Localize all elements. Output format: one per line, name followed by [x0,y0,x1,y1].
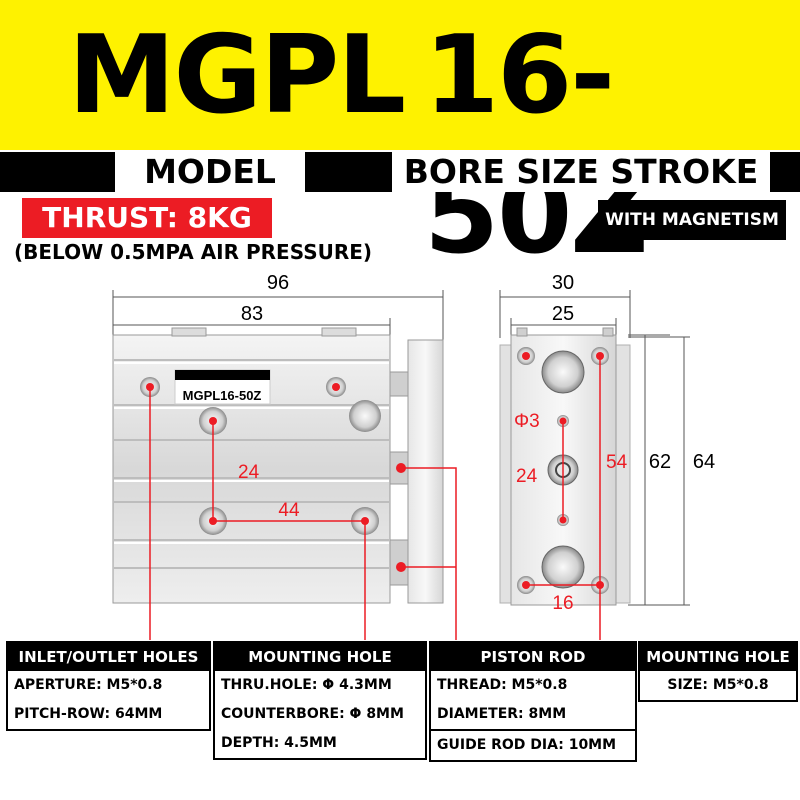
spec-inlet-outlet-title: INLET/OUTLET HOLES [8,643,209,671]
nameplate-label: MGPL16-50Z [183,388,262,403]
front-view: 30 25 Φ3 24 54 [499,272,715,640]
spec-mounting-hole-front-title: MOUNTING HOLE [640,643,796,671]
spec-row: APERTURE: M5*0.8 [14,677,163,693]
spec-piston-rod: PISTON ROD THREAD: M5*0.8 DIAMETER: 8MM … [429,641,637,762]
side-view: MGPL16-50Z 24 44 96 83 [112,272,457,640]
rod-pitch-label: 54 [606,452,628,473]
front-body-label: 25 [552,303,574,325]
spec-piston-rod-title: PISTON ROD [431,643,635,671]
thrust-badge: THRUST: 8KG [22,198,272,238]
side-total-label: 96 [267,272,289,294]
spec-row: DIAMETER: 8MM [437,706,567,722]
bore-stroke-label: BORE SIZE STROKE [392,152,770,192]
spec-row: PITCH-ROW: 64MM [14,706,163,722]
magnetism-badge: WITH MAGNETISM [598,200,786,240]
total-height-label: 64 [693,451,715,473]
pressure-note: (BELOW 0.5MPA AIR PRESSURE) [14,240,373,264]
model-label: MODEL [115,152,305,192]
spec-mounting-hole-title: MOUNTING HOLE [215,643,425,671]
spec-row: THREAD: M5*0.8 [437,677,568,693]
front-total-label: 30 [552,272,574,294]
spec-inlet-outlet: INLET/OUTLET HOLES APERTURE: M5*0.8 PITC… [6,641,211,731]
spec-mounting-hole-front: MOUNTING HOLE SIZE: M5*0.8 [638,641,798,702]
spec-row: GUIDE ROD DIA: 10MM [431,729,635,760]
hole-dia-label: Φ3 [514,411,540,432]
spec-row: SIZE: M5*0.8 [667,677,769,693]
spec-mounting-hole: MOUNTING HOLE THRU.HOLE: Φ 4.3MM COUNTER… [213,641,427,760]
spec-row: THRU.HOLE: Φ 4.3MM [221,677,392,693]
body-height-label: 62 [649,451,671,473]
vertical-gap-label: 24 [238,462,260,483]
spec-row: DEPTH: 4.5MM [221,735,337,751]
center-gap-label: 24 [516,466,538,487]
bottom-pitch-label: 16 [552,593,573,614]
horizontal-gap-label: 44 [278,500,300,521]
side-body-label: 83 [241,303,263,325]
model-name: MGPL [68,13,406,138]
spec-row: COUNTERBORE: Φ 8MM [221,706,404,722]
